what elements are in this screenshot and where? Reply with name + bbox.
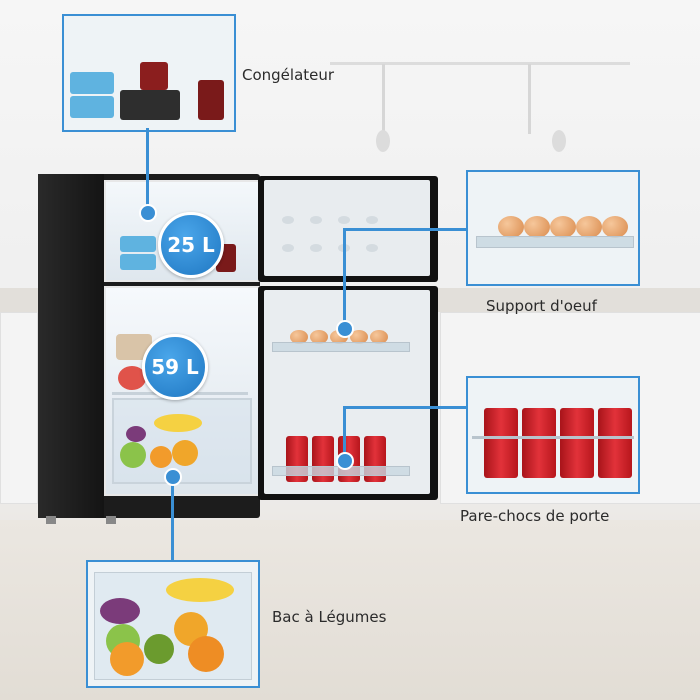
crisper-label: Bac à Légumes [272, 608, 387, 626]
orange [188, 636, 224, 672]
door-dimple [310, 216, 322, 224]
background-utensil-head [376, 130, 390, 152]
soda-can [560, 408, 594, 478]
freezer-label: Congélateur [242, 66, 335, 84]
soda-can [598, 408, 632, 478]
egg [310, 330, 328, 344]
fruit-bowl [118, 366, 146, 390]
background-utensil-head [552, 130, 566, 152]
egg [498, 216, 524, 238]
egg [350, 330, 368, 344]
callout-crisper [86, 560, 260, 688]
connector-dot [336, 452, 354, 470]
orange [172, 440, 198, 466]
ice-cream-tub [120, 254, 156, 270]
egg [550, 216, 576, 238]
background-utensil-rail [330, 62, 630, 65]
food-container [120, 90, 180, 120]
kiwi [144, 634, 174, 664]
food-container [140, 62, 168, 90]
fridge-side-panel [38, 174, 104, 518]
banana [154, 414, 202, 432]
ice-cream-tub [70, 72, 114, 94]
soda-can [484, 408, 518, 478]
grapes [126, 426, 146, 442]
background-utensil [528, 64, 531, 134]
door-rail [472, 436, 634, 439]
fridge-foot [106, 516, 116, 524]
door-egg-shelf [272, 342, 410, 352]
fridge-capacity-badge: 59 L [142, 334, 208, 400]
connector-line [171, 478, 174, 560]
grapes [100, 598, 140, 624]
food-container [198, 80, 224, 120]
fridge-foot [46, 516, 56, 524]
egg [602, 216, 628, 238]
connector-line [343, 228, 467, 231]
orange [150, 446, 172, 468]
callout-egg-holder [466, 170, 640, 286]
ice-cream-tub [120, 236, 156, 252]
connector-dot [164, 468, 182, 486]
door-dimple [366, 244, 378, 252]
egg-holder-label: Support d'oeuf [486, 297, 597, 315]
egg-tray [476, 236, 634, 248]
connector-dot [336, 320, 354, 338]
connector-line [146, 128, 149, 210]
apple [120, 442, 146, 468]
banana [166, 578, 234, 602]
egg [524, 216, 550, 238]
connector-line [343, 406, 467, 409]
background-cabinet [0, 312, 38, 504]
egg [576, 216, 602, 238]
ice-cream-tub [70, 96, 114, 118]
background-utensil [382, 64, 385, 134]
connector-dot [139, 204, 157, 222]
door-dimple [338, 216, 350, 224]
orange [110, 642, 144, 676]
egg [290, 330, 308, 344]
door-dimple [282, 216, 294, 224]
door-dimple [310, 244, 322, 252]
connector-line [343, 228, 346, 324]
freezer-capacity-badge: 25 L [158, 212, 224, 278]
soda-can [522, 408, 556, 478]
door-bumper-label: Pare-chocs de porte [460, 507, 610, 525]
callout-freezer [62, 14, 236, 132]
door-dimple [366, 216, 378, 224]
connector-line [343, 406, 346, 456]
door-dimple [282, 244, 294, 252]
callout-door-bumper [466, 376, 640, 494]
egg [370, 330, 388, 344]
